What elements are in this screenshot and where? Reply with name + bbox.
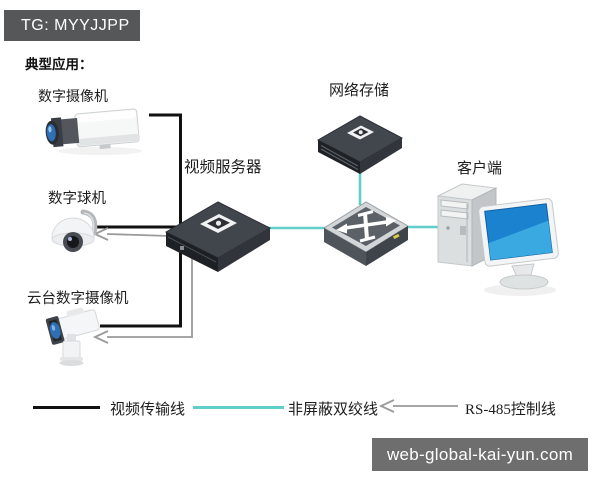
label-dome-camera: 数字球机 bbox=[48, 191, 106, 207]
dome-camera-icon bbox=[51, 209, 98, 252]
monitor bbox=[478, 198, 559, 290]
client-workstation-icon bbox=[436, 183, 559, 296]
label-network-storage: 网络存储 bbox=[329, 83, 390, 99]
switch-glyph bbox=[336, 210, 396, 243]
page-title: 典型应用： bbox=[25, 57, 93, 72]
rs485-legend-arrow bbox=[378, 399, 458, 413]
tag-badge: TG: MYYJJPP bbox=[4, 10, 140, 41]
ptz-camera-icon bbox=[45, 307, 100, 366]
label-ptz-camera: 云台数字摄像机 bbox=[27, 291, 129, 307]
legend-video-line-swatch bbox=[33, 406, 100, 409]
legend-utp-line-swatch bbox=[193, 406, 284, 409]
network-switch-icon bbox=[323, 201, 409, 266]
digital-camera-icon bbox=[45, 108, 142, 155]
server-logo bbox=[200, 214, 237, 233]
storage-logo bbox=[347, 125, 374, 140]
label-digital-camera: 数字摄像机 bbox=[38, 90, 108, 105]
watermark-badge: web-global-kai-yun.com bbox=[372, 438, 588, 471]
video-server-icon bbox=[164, 201, 272, 272]
label-video-server: 视频服务器 bbox=[184, 159, 262, 176]
legend-video-line-label: 视频传输线 bbox=[110, 402, 186, 418]
video-lines bbox=[97, 113, 182, 328]
legend-rs485-line-label: RS-485控制线 bbox=[465, 402, 556, 418]
network-storage-icon bbox=[316, 115, 404, 174]
legend-utp-line-label: 非屏蔽双绞线 bbox=[288, 402, 379, 418]
label-client: 客户端 bbox=[457, 161, 503, 177]
